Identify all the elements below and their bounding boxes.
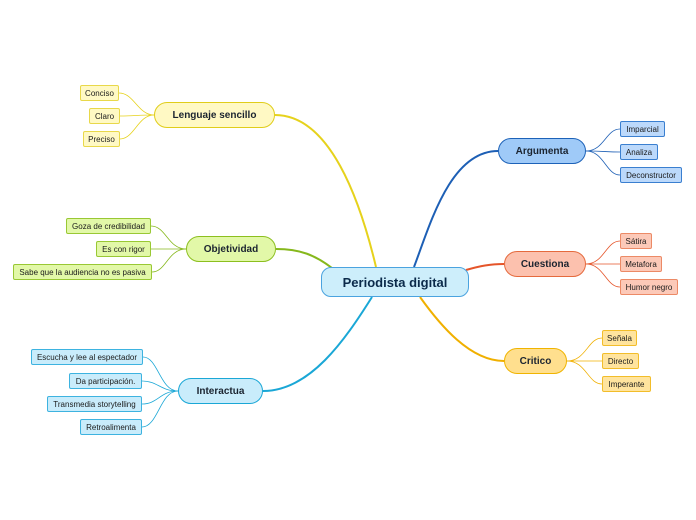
- subtopic-retroalimenta[interactable]: Retroalimenta: [80, 419, 142, 435]
- link-transmedia: [141, 390, 179, 405]
- link-sabe: [151, 248, 187, 273]
- subtopic-preciso[interactable]: Preciso: [83, 131, 120, 147]
- link-cuestiona: [465, 263, 505, 271]
- link-escucha: [142, 356, 179, 392]
- subtopic-es-con-rigor[interactable]: Es con rigor: [96, 241, 151, 257]
- subtopic-claro[interactable]: Claro: [89, 108, 120, 124]
- topic-interactua[interactable]: Interactua: [178, 378, 263, 404]
- subtopic-analiza[interactable]: Analiza: [620, 144, 658, 160]
- topic-cuestiona[interactable]: Cuestiona: [504, 251, 586, 277]
- link-conciso: [118, 92, 155, 116]
- subtopic-satira[interactable]: Sátira: [620, 233, 652, 249]
- link-lenguaje: [274, 114, 377, 268]
- subtopic-sabe-que-la-audiencia[interactable]: Sabe que la audiencia no es pasiva: [13, 264, 152, 280]
- subtopic-senala[interactable]: Señala: [602, 330, 637, 346]
- link-preciso: [119, 114, 155, 140]
- topic-argumenta[interactable]: Argumenta: [498, 138, 586, 164]
- topic-objetividad[interactable]: Objetividad: [186, 236, 276, 262]
- subtopic-imperante[interactable]: Imperante: [602, 376, 651, 392]
- link-satira: [585, 240, 621, 265]
- link-interactua: [262, 296, 373, 392]
- link-objetividad: [275, 248, 333, 269]
- topic-critico[interactable]: Critico: [504, 348, 567, 374]
- topic-lenguaje-sencillo[interactable]: Lenguaje sencillo: [154, 102, 275, 128]
- central-topic[interactable]: Periodista digital: [321, 267, 469, 297]
- subtopic-goza-de-credibilidad[interactable]: Goza de credibilidad: [66, 218, 151, 234]
- subtopic-transmedia-storytelling[interactable]: Transmedia storytelling: [47, 396, 142, 412]
- link-analiza: [585, 150, 621, 153]
- subtopic-deconstructor[interactable]: Deconstructor: [620, 167, 682, 183]
- subtopic-escucha-y-lee[interactable]: Escucha y lee al espectador: [31, 349, 143, 365]
- subtopic-da-participacion[interactable]: Da participación.: [69, 373, 142, 389]
- link-da: [141, 380, 179, 392]
- subtopic-conciso[interactable]: Conciso: [80, 85, 119, 101]
- link-humor: [585, 263, 621, 288]
- subtopic-directo[interactable]: Directo: [602, 353, 639, 369]
- link-imperante: [566, 360, 603, 385]
- link-retro: [141, 390, 179, 428]
- link-critico: [419, 296, 505, 362]
- subtopic-imparcial[interactable]: Imparcial: [620, 121, 665, 137]
- link-imparcial: [585, 128, 621, 152]
- link-claro: [119, 114, 155, 117]
- subtopic-humor-negro[interactable]: Humor negro: [620, 279, 678, 295]
- link-senala: [566, 337, 603, 362]
- link-goza: [150, 225, 187, 250]
- link-deconstructor: [585, 150, 621, 176]
- link-argumenta: [413, 150, 499, 268]
- subtopic-metafora[interactable]: Metafora: [620, 256, 662, 272]
